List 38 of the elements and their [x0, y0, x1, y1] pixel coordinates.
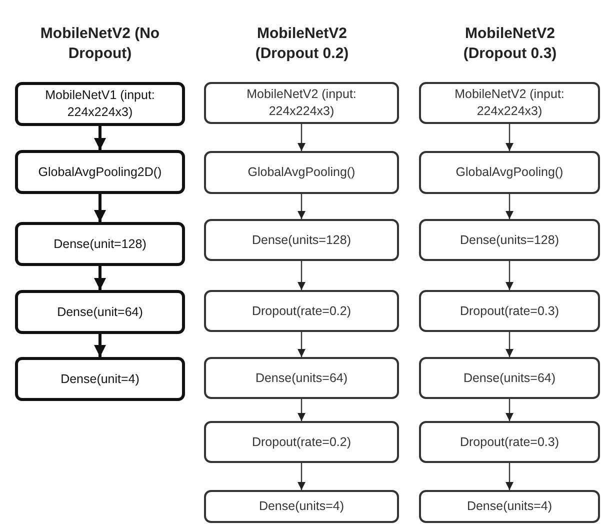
- arrow: [506, 124, 514, 151]
- layer-box: Dense(unit=64): [15, 290, 185, 334]
- layer-box: MobileNetV1 (input: 224x224x3): [15, 82, 185, 126]
- arrow: [298, 399, 306, 421]
- arrow: [298, 261, 306, 290]
- arrow: [506, 194, 514, 219]
- layer-box: Dense(unit=4): [15, 357, 185, 401]
- column-heading: MobileNetV2 (Dropout 0.2): [254, 24, 350, 63]
- layer-box: MobileNetV2 (input: 224x224x3): [204, 82, 399, 124]
- arrow: [94, 194, 106, 222]
- arrow: [506, 261, 514, 290]
- arrow: [506, 399, 514, 421]
- layer-box: Dense(units=64): [204, 357, 399, 399]
- arrow: [506, 332, 514, 357]
- arrow: [298, 463, 306, 490]
- layer-box: Dense(units=128): [204, 219, 399, 261]
- layer-box: Dropout(rate=0.2): [204, 421, 399, 463]
- layer-box: MobileNetV2 (input: 224x224x3): [419, 82, 600, 124]
- column-heading: MobileNetV2 (Dropout 0.3): [462, 24, 558, 63]
- arrow: [506, 463, 514, 490]
- layer-box: Dropout(rate=0.3): [419, 421, 600, 463]
- layer-box: Dense(units=4): [204, 490, 399, 523]
- arrow: [94, 126, 106, 150]
- arrow: [298, 332, 306, 357]
- arrow: [94, 334, 106, 357]
- arrow: [298, 194, 306, 219]
- column-heading: MobileNetV2 (No Dropout): [39, 24, 161, 63]
- layer-box: GlobalAvgPooling(): [419, 151, 600, 194]
- layer-box: Dense(unit=128): [15, 222, 185, 266]
- layer-box: GlobalAvgPooling(): [204, 151, 399, 194]
- layer-box: Dropout(rate=0.3): [419, 290, 600, 332]
- layer-box: Dense(units=128): [419, 219, 600, 261]
- layer-box: Dense(units=4): [419, 490, 600, 523]
- arrow: [298, 124, 306, 151]
- layer-box: Dropout(rate=0.2): [204, 290, 399, 332]
- arrow: [94, 266, 106, 290]
- layer-box: Dense(units=64): [419, 357, 600, 399]
- layer-box: GlobalAvgPooling2D(): [15, 150, 185, 194]
